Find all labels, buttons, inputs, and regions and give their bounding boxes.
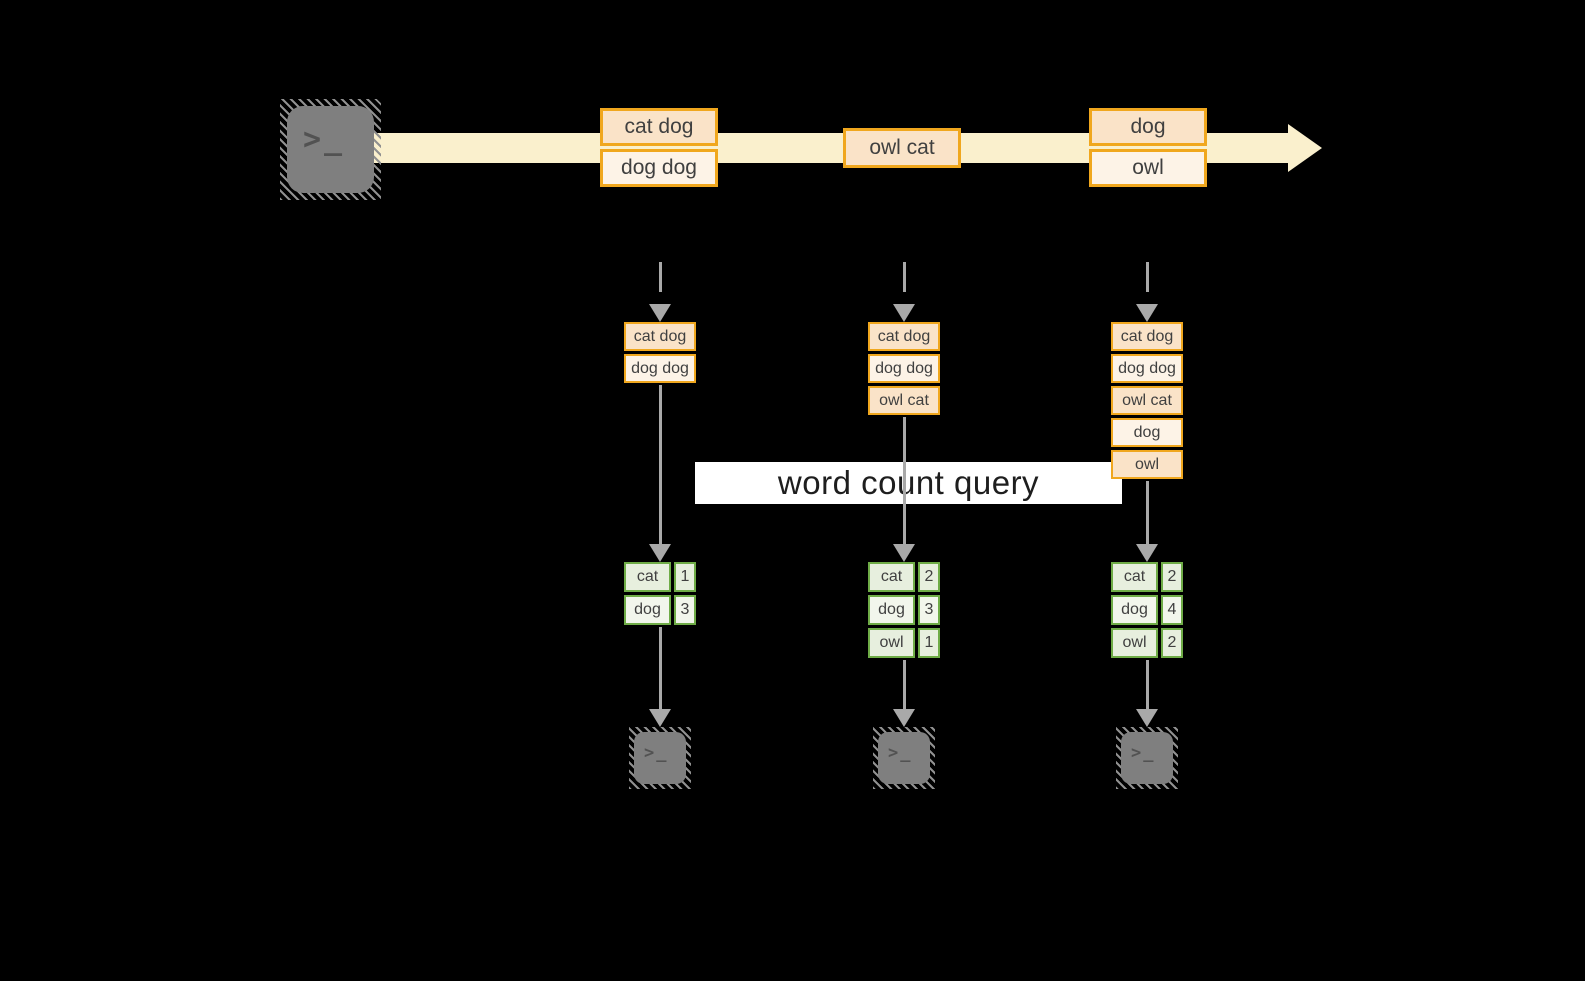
trigger-arrowhead [1136,304,1158,322]
query-label: word count query [777,464,1040,501]
query-arrowhead [1136,544,1158,562]
word-cell: cat [1111,562,1158,592]
query-arrowhead [893,544,915,562]
trigger-arrowhead [649,304,671,322]
stream-record-cell: owl cat [843,128,961,168]
prompt-glyph: >_ [888,743,913,763]
output-arrowhead [649,709,671,727]
sink-terminal-icon: >_ [1116,727,1178,789]
trigger-arrow-dash [1145,262,1149,292]
count-cell: 3 [674,595,696,625]
output-arrowhead [1136,709,1158,727]
prompt-glyph: >_ [644,743,669,763]
stream-record-cell: owl [1089,149,1207,187]
count-cell: 2 [1161,562,1183,592]
terminal-body: >_ [634,732,686,784]
input-table-stack: cat dog dog dog [624,322,696,383]
count-cell: 1 [918,628,940,658]
stream-arrowhead [1288,124,1322,172]
query-label-box: word count query [695,462,1122,504]
count-cell: 2 [1161,628,1183,658]
input-table-stack: cat dog dog dog owl cat [868,322,940,415]
input-row-cell: dog [1111,418,1183,447]
terminal-body: >_ [878,732,930,784]
stream-record-cell: dog dog [600,149,718,187]
input-row-cell: dog dog [624,354,696,383]
input-row-cell: cat dog [868,322,940,351]
word-cell: dog [624,595,671,625]
count-cell: 2 [918,562,940,592]
word-cell: dog [868,595,915,625]
trigger-arrow-dash [902,262,906,292]
count-cell: 4 [1161,595,1183,625]
terminal-body: >_ [1121,732,1173,784]
query-arrowhead [649,544,671,562]
output-arrowhead [893,709,915,727]
stream-record-cell: dog [1089,108,1207,146]
terminal-body: >_ [287,106,374,193]
prompt-glyph: >_ [1131,743,1156,763]
input-row-cell: cat dog [624,322,696,351]
prompt-glyph: >_ [303,122,346,157]
count-cell: 1 [674,562,696,592]
word-cell: owl [1111,628,1158,658]
input-row-cell: owl cat [868,386,940,415]
count-cell: 3 [918,595,940,625]
sink-terminal-icon: >_ [629,727,691,789]
input-table-stack: cat dog dog dog owl cat dog owl [1111,322,1183,479]
stream-batch-2: owl cat [843,128,961,168]
output-arrow-line [658,627,662,709]
trigger-arrowhead [893,304,915,322]
input-row-cell: owl [1111,450,1183,479]
trigger-arrow-dash [658,262,662,292]
sink-terminal-icon: >_ [873,727,935,789]
word-cell: owl [868,628,915,658]
query-arrow-line [902,417,906,544]
word-cell: cat [624,562,671,592]
query-arrow-line [1145,481,1149,544]
stream-record-cell: cat dog [600,108,718,146]
input-row-cell: dog dog [868,354,940,383]
source-terminal-icon: >_ [280,99,381,200]
word-cell: cat [868,562,915,592]
query-arrow-line [658,385,662,544]
input-row-cell: cat dog [1111,322,1183,351]
input-row-cell: owl cat [1111,386,1183,415]
word-cell: dog [1111,595,1158,625]
input-row-cell: dog dog [1111,354,1183,383]
output-arrow-line [902,660,906,709]
output-arrow-line [1145,660,1149,709]
